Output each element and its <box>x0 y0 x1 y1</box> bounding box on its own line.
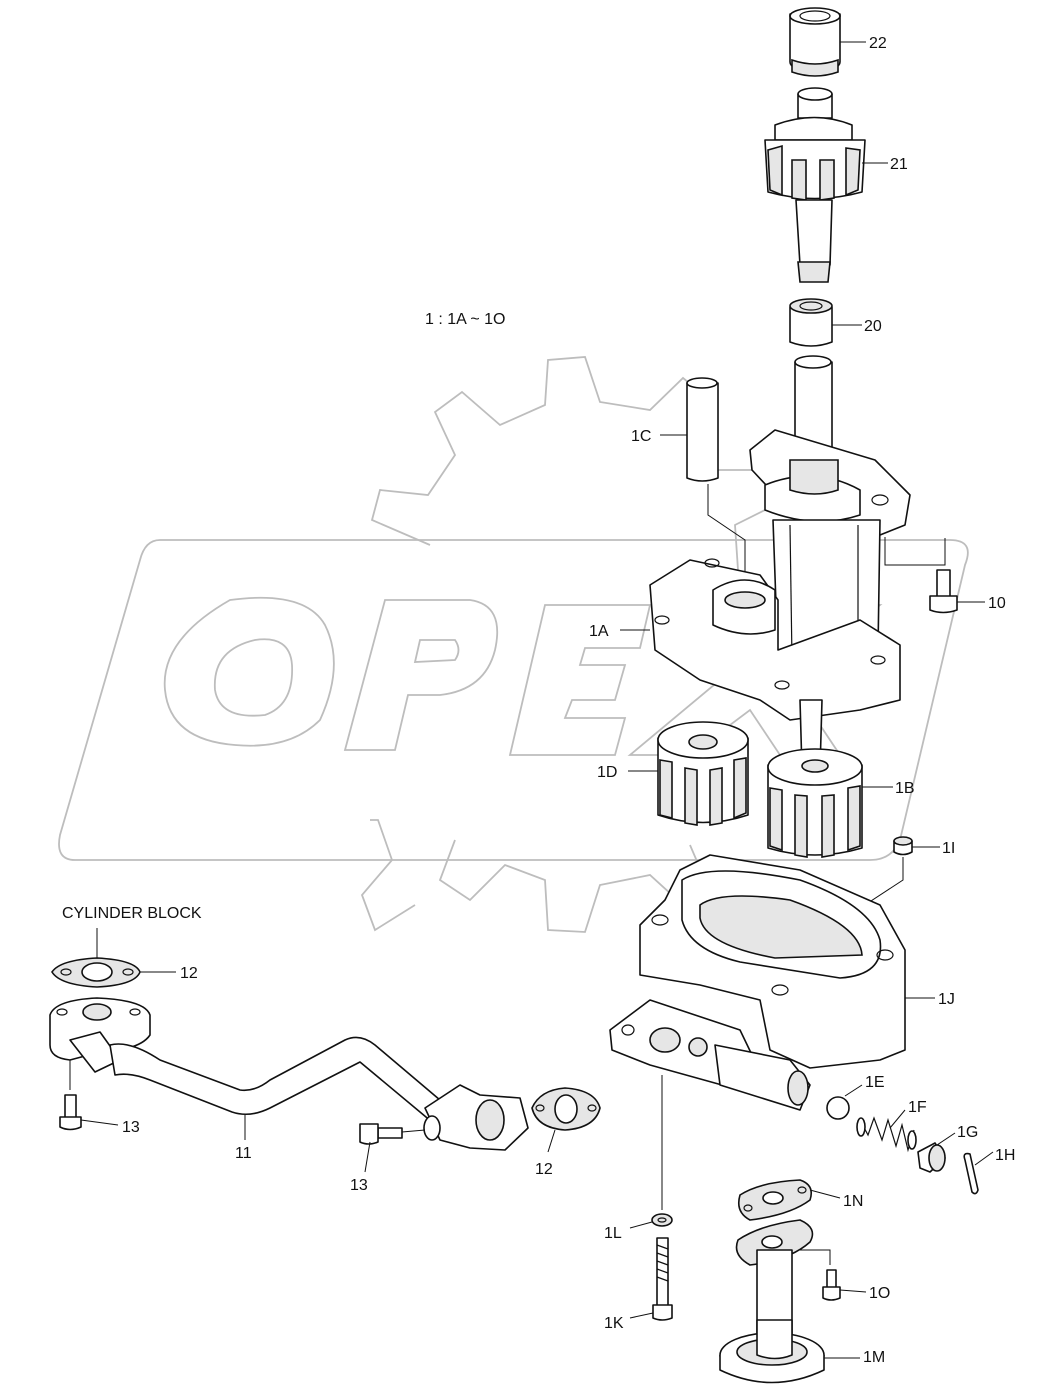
part-20-coupling: 20 <box>789 298 882 347</box>
callout-10: 10 <box>988 595 1006 612</box>
callout-1L: 1L <box>604 1225 622 1242</box>
part-11-suction-pipe: 11 <box>49 997 529 1162</box>
part-1N-gasket: 1N <box>737 1179 863 1265</box>
callout-1N: 1N <box>843 1193 863 1210</box>
part-21-drive-gear: 21 <box>764 87 908 283</box>
part-1D-idler-gear: 1D <box>597 721 749 826</box>
watermark-logo <box>58 356 969 933</box>
callout-12-upper: 12 <box>180 965 198 982</box>
part-1K-bolt: 1K <box>604 1237 673 1332</box>
callout-1D: 1D <box>597 764 617 781</box>
part-1E-ball: 1E <box>826 1074 885 1120</box>
callout-1H: 1H <box>995 1147 1015 1164</box>
callout-1I: 1I <box>942 840 955 857</box>
cylinder-block-reference: CYLINDER BLOCK <box>62 905 202 960</box>
callout-1E: 1E <box>865 1074 885 1091</box>
part-1M-strainer: 1M <box>719 1219 885 1384</box>
part-1F-spring: 1F <box>856 1099 927 1153</box>
callout-13-center: 13 <box>350 1177 368 1194</box>
callout-22: 22 <box>869 35 887 52</box>
part-1A-pump-body: 1A <box>589 355 911 771</box>
part-1B-drive-gear: 1B <box>767 748 915 858</box>
assembly-note: 1 : 1A ~ 1O <box>425 311 506 328</box>
callout-1B: 1B <box>895 780 915 797</box>
callout-1K: 1K <box>604 1315 624 1332</box>
callout-12-lower: 12 <box>535 1161 553 1178</box>
part-13-bolt-center: 13 <box>350 1123 426 1194</box>
callout-1A: 1A <box>589 623 609 640</box>
callout-21: 21 <box>890 156 908 173</box>
part-22-bushing: 22 <box>789 7 887 77</box>
callout-1F: 1F <box>908 1099 927 1116</box>
part-10-bolt: 10 <box>884 537 1006 614</box>
callout-1G: 1G <box>957 1124 978 1141</box>
cylinder-block-label: CYLINDER BLOCK <box>62 905 202 922</box>
callout-1C: 1C <box>631 428 651 445</box>
part-1J-pump-housing: 1J <box>609 854 955 1210</box>
callout-13-left: 13 <box>122 1119 140 1136</box>
callout-11: 11 <box>235 1145 252 1162</box>
part-1O-bolt: 1O <box>822 1269 890 1302</box>
part-1H-cotter-pin: 1H <box>963 1147 1015 1195</box>
part-12-gasket-lower: 12 <box>531 1087 601 1178</box>
callout-1M: 1M <box>863 1349 885 1366</box>
part-1L-washer: 1L <box>604 1213 673 1242</box>
part-12-gasket-upper: 12 <box>51 957 198 988</box>
part-13-bolt-left: 13 <box>59 1060 140 1136</box>
part-1C-pin: 1C <box>631 377 746 595</box>
callout-20: 20 <box>864 318 882 335</box>
callout-1J: 1J <box>938 991 955 1008</box>
callout-1O: 1O <box>869 1285 890 1302</box>
part-1G-plug: 1G <box>917 1124 978 1173</box>
